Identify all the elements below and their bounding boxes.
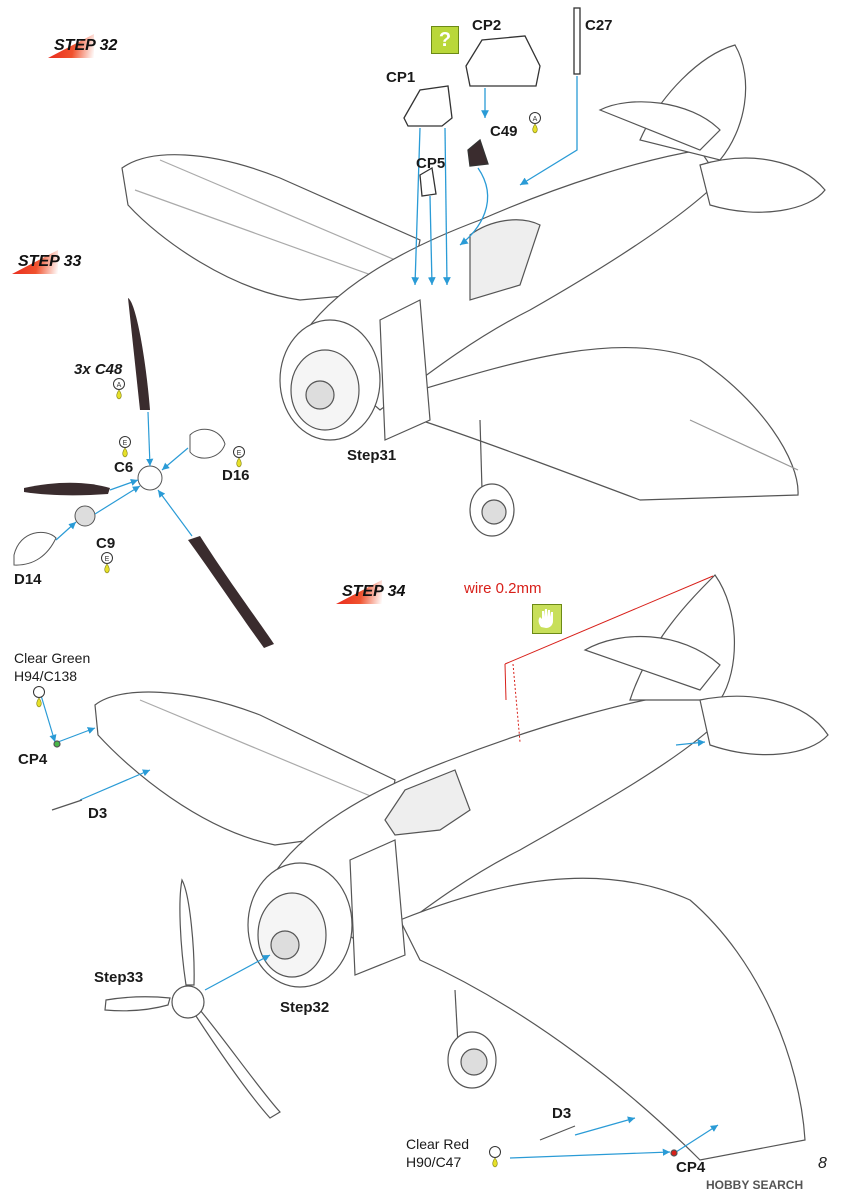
paint-e-icon: E — [118, 436, 132, 458]
part-cp5: CP5 — [416, 155, 446, 172]
svg-text:E: E — [237, 450, 242, 457]
ref-step32: Step32 — [280, 999, 330, 1016]
part-cp2: CP2 — [472, 17, 502, 34]
small-parts — [51, 740, 678, 1157]
ref-step31: Step31 — [347, 447, 397, 464]
arrows-top — [411, 76, 578, 286]
svg-text:A: A — [117, 382, 122, 389]
arrows-step33 — [55, 411, 193, 541]
part-d3-bottom: D3 — [552, 1105, 572, 1122]
part-c27: C27 — [585, 17, 613, 34]
paint-e-icon: E — [100, 552, 114, 574]
step-34-label: STEP 34 — [336, 580, 411, 604]
svg-text:E: E — [105, 556, 110, 563]
part-d14: D14 — [14, 571, 42, 588]
propeller-assembly — [13, 298, 274, 648]
svg-text:E: E — [123, 440, 128, 447]
part-cp1: CP1 — [386, 69, 416, 86]
wire-note: wire 0.2mm — [464, 580, 542, 597]
part-c49: C49 — [490, 123, 518, 140]
part-cp4-bottom: CP4 — [676, 1159, 706, 1176]
hand-icon — [532, 604, 562, 634]
paint-a-icon: A — [112, 378, 126, 400]
part-cp4-top: CP4 — [18, 751, 48, 768]
paint-e-icon: E — [232, 446, 246, 468]
clear-green-code: H94/C138 — [14, 668, 78, 684]
part-c6: C6 — [114, 459, 134, 476]
paint-a-icon: A — [528, 112, 542, 134]
clear-green-name: Clear Green — [14, 650, 91, 666]
propeller-step34 — [104, 878, 281, 1119]
question-mark-icon: ? — [431, 26, 459, 54]
watermark: HOBBY SEARCH — [706, 1178, 804, 1192]
part-d16: D16 — [222, 467, 250, 484]
aircraft-bottom — [94, 574, 829, 1161]
svg-text:A: A — [533, 116, 538, 123]
ref-step33: Step33 — [94, 969, 144, 986]
clear-red-name: Clear Red — [406, 1136, 470, 1152]
step-32-label: STEP 32 — [48, 34, 123, 58]
part-c48: 3x C48 — [74, 361, 123, 378]
antenna-wire — [504, 575, 714, 743]
arrows-step34 — [39, 691, 719, 1159]
clear-paint-icon — [488, 1146, 502, 1168]
clear-paint-icon — [32, 686, 46, 708]
canopy-parts — [403, 7, 581, 197]
page-number: 8 — [818, 1155, 827, 1172]
part-c9: C9 — [96, 535, 116, 552]
part-d3-top: D3 — [88, 805, 108, 822]
step-33-label: STEP 33 — [12, 250, 87, 274]
aircraft-top — [121, 44, 826, 537]
clear-red-code: H90/C47 — [406, 1154, 462, 1170]
